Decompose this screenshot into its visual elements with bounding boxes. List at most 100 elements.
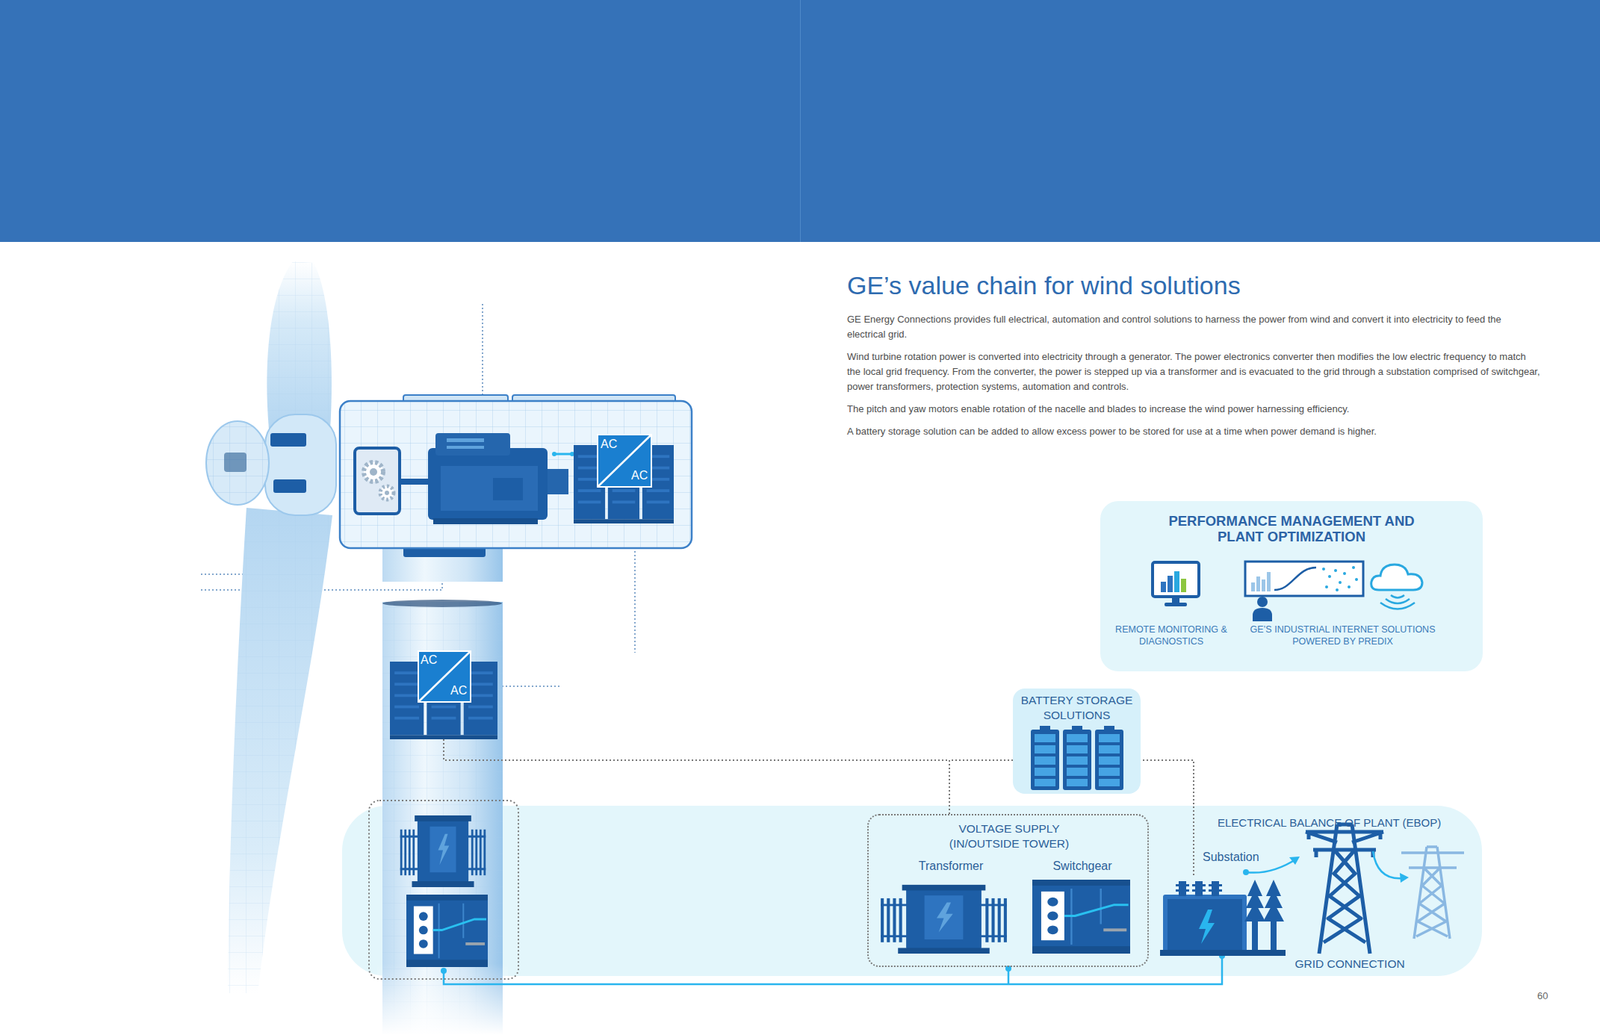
nacelle <box>339 401 692 549</box>
text-slot: 60 <box>1537 988 1548 1003</box>
transmission-pylons <box>1305 824 1384 954</box>
rotor-blades <box>270 433 307 447</box>
substation-icon <box>1175 884 1190 887</box>
page-number: 60 <box>1537 990 1548 1003</box>
text-slot: GE’s value chain for wind solutions <box>847 270 1565 302</box>
converter-icon <box>418 651 471 703</box>
icon-caption: GE’S INDUSTRIAL INTERNET SOLUTIONS POWER… <box>1232 623 1453 649</box>
generator-icon <box>547 469 569 495</box>
converter-icon <box>597 434 652 488</box>
transmission-pylons <box>1372 851 1405 879</box>
rotor-blades <box>266 261 332 430</box>
generator-icon <box>433 518 538 525</box>
substation-icon <box>1263 879 1285 922</box>
wind-tower <box>377 963 508 1035</box>
substation-icon <box>1211 881 1220 897</box>
text-slot: AC <box>450 684 467 698</box>
leader-lines <box>481 304 484 398</box>
substation-icon <box>1167 899 1243 951</box>
generator-icon <box>554 453 573 456</box>
monitoring-icons <box>1174 571 1180 593</box>
panel-grounds <box>1012 688 1141 795</box>
converter-label: AC <box>420 653 437 668</box>
monitoring-icons <box>1274 567 1317 591</box>
transmission-pylons <box>1399 873 1409 883</box>
monitoring-icons <box>1338 581 1342 585</box>
text-slot: AC <box>600 437 617 452</box>
text-slot: AC <box>631 469 648 483</box>
nacelle <box>339 395 692 582</box>
text-column: GE Energy Connections provides full elec… <box>847 312 1541 447</box>
tower-base-equipment <box>406 894 488 968</box>
generator-icon <box>446 438 485 443</box>
substation-icon <box>1192 889 1206 892</box>
substation-icon <box>1175 889 1190 892</box>
wires <box>443 739 950 761</box>
monitoring-icons <box>1256 576 1261 592</box>
substation-icon <box>1244 879 1266 922</box>
body-paragraph: Wind turbine rotation power is converted… <box>847 349 1541 395</box>
battery-icons <box>1030 726 1060 791</box>
rotor-blades <box>206 421 269 505</box>
battery-icons <box>1030 726 1124 791</box>
wires <box>443 956 1223 985</box>
substation-icon <box>1270 921 1277 952</box>
header-band <box>0 0 1600 243</box>
monitoring-icons <box>1251 572 1271 592</box>
rotor-blades <box>227 507 333 994</box>
generator-icon <box>492 478 523 501</box>
box-heading: BATTERY STORAGE SOLUTIONS <box>1015 693 1139 724</box>
monitoring-icons <box>1335 588 1339 592</box>
text-slot: AC <box>420 653 437 668</box>
tower-base-equipment <box>369 800 519 980</box>
monitoring-icons <box>1266 572 1271 592</box>
substation-icon <box>1242 869 1249 876</box>
text-slot: BATTERY STORAGE SOLUTIONS <box>1015 693 1139 724</box>
panel-heading: PERFORMANCE MANAGEMENT AND PLANT OPTIMIZ… <box>1149 513 1434 546</box>
substation-icon <box>1195 881 1203 897</box>
monitoring-icons <box>1354 578 1358 582</box>
text-slot: VOLTAGE SUPPLY (IN/OUTSIDE TOWER) <box>923 821 1096 852</box>
body-paragraph: The pitch and yaw motors enable rotation… <box>847 401 1541 417</box>
substation-icon <box>1198 909 1215 945</box>
monitoring-icons <box>1160 581 1167 593</box>
rotor-blades <box>265 414 337 516</box>
battery-box: BATTERY STORAGE SOLUTIONS <box>1012 688 1141 795</box>
monitoring-icons <box>1245 561 1364 597</box>
substation-icon <box>1160 856 1300 957</box>
converter-label: AC <box>450 684 467 698</box>
converter-label: AC <box>631 469 648 483</box>
monitoring-icons <box>1371 564 1423 591</box>
part-name: Transformer <box>918 859 984 874</box>
band-heading: ELECTRICAL BALANCE OF PLANT (EBOP) <box>1217 815 1441 831</box>
part-name: Substation <box>1202 850 1260 865</box>
monitoring-icons <box>1322 567 1326 571</box>
tower-base-equipment <box>369 800 519 980</box>
substation-icon <box>1289 856 1300 865</box>
substation-icon <box>1208 884 1223 887</box>
converter-icon <box>389 434 674 740</box>
text-slot: ELECTRICAL BALANCE OF PLANT (EBOP) <box>1217 815 1476 831</box>
substation-icon <box>1208 889 1223 892</box>
part-name: GRID CONNECTION <box>1294 956 1405 972</box>
battery-icons <box>1095 726 1124 791</box>
monitoring-icons <box>1180 578 1187 593</box>
group-heading: VOLTAGE SUPPLY (IN/OUTSIDE TOWER) <box>923 821 1096 852</box>
rotor-blades <box>206 261 337 994</box>
voltage-supply-icons <box>880 879 1131 954</box>
header-band <box>800 0 801 243</box>
panel-grounds <box>342 501 1483 977</box>
rotor-blades <box>227 507 333 994</box>
monitoring-icons <box>1251 582 1255 592</box>
monitoring-icons <box>1380 595 1415 610</box>
generator-icon <box>552 451 557 457</box>
substation-icon <box>1178 881 1187 897</box>
text-slot: GRID CONNECTION <box>1282 956 1417 972</box>
body-paragraph: A battery storage solution can be added … <box>847 424 1541 440</box>
header-band <box>0 0 1600 243</box>
monitoring-icons <box>1152 562 1199 597</box>
connector <box>949 760 1013 815</box>
leader-lines <box>498 685 561 688</box>
wind-tower <box>382 599 502 608</box>
